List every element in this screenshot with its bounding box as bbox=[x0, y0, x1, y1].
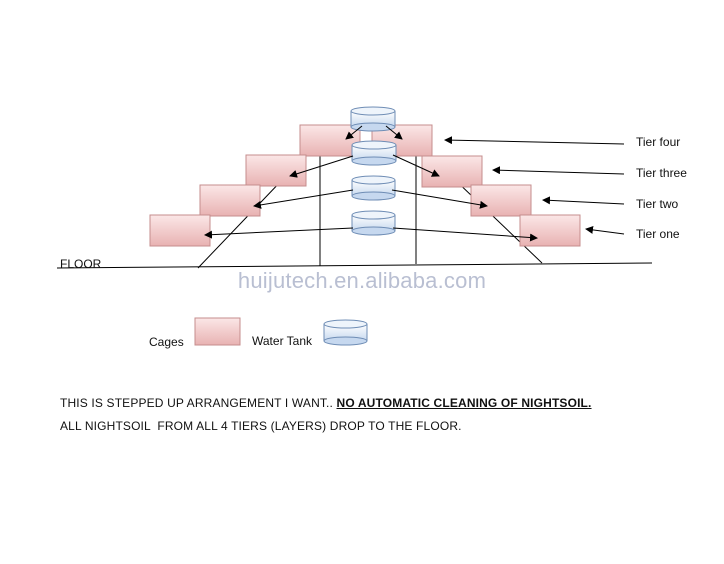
arrow-t1-right bbox=[392, 227, 538, 242]
water-tank-tier-three bbox=[351, 175, 396, 201]
tier-two-label: Tier two bbox=[636, 197, 679, 211]
cage-tier-one-right bbox=[519, 214, 581, 247]
cage-tier-one-left bbox=[149, 214, 211, 247]
arrow-top-left bbox=[345, 125, 363, 140]
floor-line bbox=[56, 262, 653, 269]
legend-tank-swatch bbox=[323, 319, 368, 346]
label-arrows bbox=[444, 136, 625, 235]
legend-cages-label: Cages bbox=[149, 335, 184, 349]
label-arrow-tier-two bbox=[542, 196, 625, 205]
cage-tier-three-right bbox=[421, 155, 483, 188]
arrow-t3-left bbox=[289, 155, 354, 178]
cages-left bbox=[149, 124, 361, 247]
tier-four-label: Tier four bbox=[636, 135, 681, 149]
arrow-t2-left bbox=[253, 189, 354, 209]
water-tank-top bbox=[350, 106, 396, 132]
cage-tier-two-right bbox=[470, 184, 532, 217]
tier-one-label: Tier one bbox=[636, 227, 680, 241]
floor-label: FLOOR bbox=[60, 257, 102, 271]
water-tank-tier-two bbox=[351, 210, 396, 236]
arrow-t1-left bbox=[204, 227, 354, 239]
arrow-top-right bbox=[385, 125, 403, 140]
legend-cage-swatch bbox=[194, 317, 241, 346]
arrow-t2-right bbox=[391, 189, 488, 209]
supply-arrows bbox=[204, 125, 538, 242]
label-arrow-tier-three bbox=[492, 166, 625, 175]
note-line-1: THIS IS STEPPED UP ARRANGEMENT I WANT.. … bbox=[60, 396, 592, 410]
legend-tank-label: Water Tank bbox=[252, 334, 313, 348]
watermark: huijutech.en.alibaba.com bbox=[237, 268, 487, 293]
cage-tier-three-left bbox=[245, 154, 307, 187]
water-tanks bbox=[350, 106, 397, 236]
label-arrow-tier-four bbox=[444, 136, 625, 145]
cages-right bbox=[371, 124, 581, 247]
note-line-1-prefix: THIS IS STEPPED UP ARRANGEMENT I WANT.. bbox=[60, 396, 337, 410]
label-arrow-tier-one bbox=[585, 225, 625, 235]
water-tank-tier-four bbox=[351, 140, 397, 166]
note-line-1-emphasis: NO AUTOMATIC CLEANING OF NIGHTSOIL. bbox=[336, 396, 592, 410]
arrow-t3-right bbox=[392, 154, 440, 177]
cage-tier-two-left bbox=[199, 184, 261, 217]
note-line-2: ALL NIGHTSOIL FROM ALL 4 TIERS (LAYERS) … bbox=[60, 419, 462, 433]
tier-three-label: Tier three bbox=[636, 166, 687, 180]
cage-tier-four-left bbox=[299, 124, 361, 157]
